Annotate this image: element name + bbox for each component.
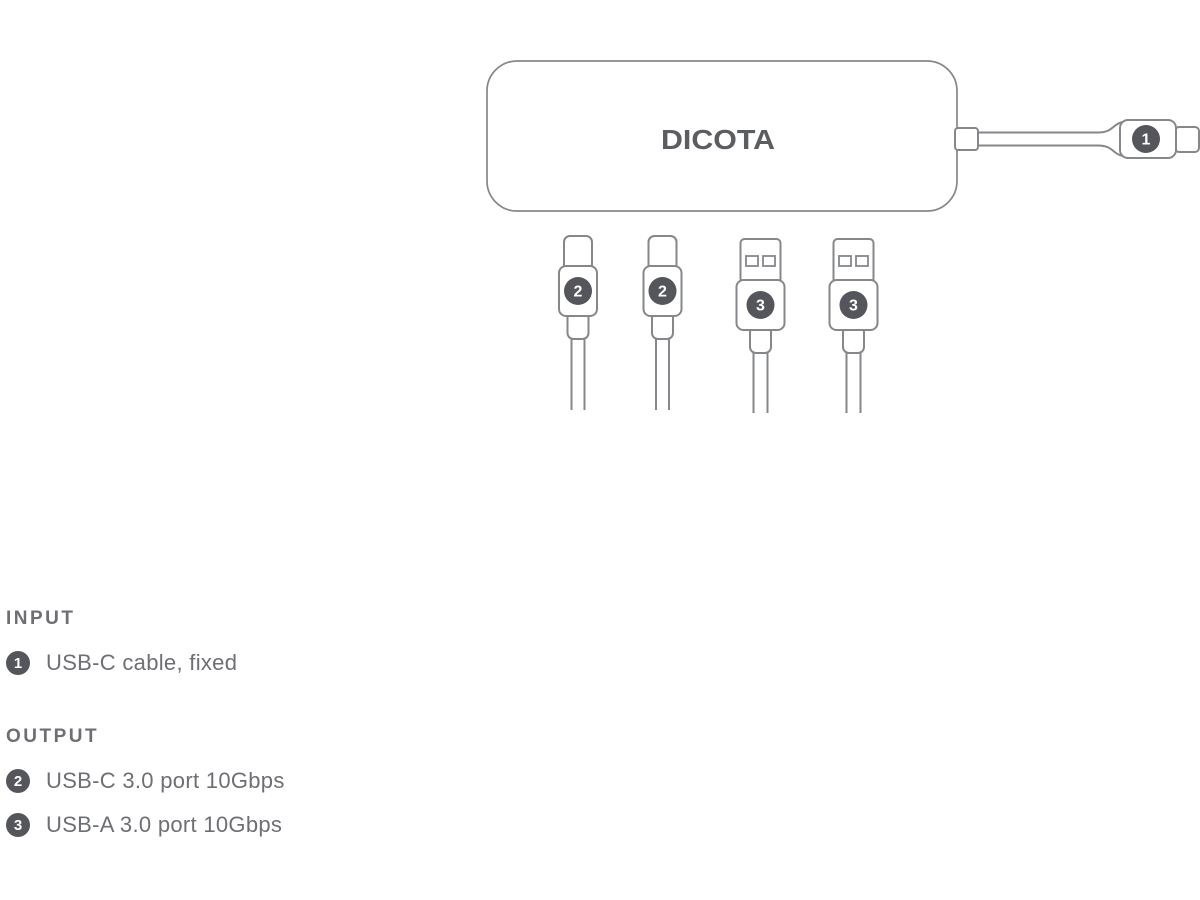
badge-2-number: 2 [658,284,667,301]
output-section-heading: OUTPUT [6,726,100,747]
badge-3-number: 3 [849,298,858,315]
badge-3-number: 3 [756,298,765,315]
usb-a-pin [838,255,852,267]
hub-diagram: DICOTA 1 2 2 [486,60,1200,413]
legend-item-label: USB-C 3.0 port 10Gbps [46,768,285,793]
badge-3-icon: 3 [6,813,30,837]
legend-item-label: USB-A 3.0 port 10Gbps [46,812,283,837]
dicota-logo: DICOTA [661,124,775,155]
usb-a-connector-1: 3 [735,238,786,413]
badge-1-icon [1132,125,1160,153]
usb-a-connector-2: 3 [828,238,879,413]
cable-line [570,339,586,410]
input-section-heading: INPUT [6,608,76,629]
cable-funnel [1097,121,1124,157]
usb-a-pin [762,255,776,267]
badge-2-icon [648,277,677,305]
usb-c-connector-1: 2 [558,235,598,410]
input-cable-connector: 1 [954,119,1200,159]
cable-strain-relief [954,127,979,151]
cable-line [978,131,1098,147]
hub-device: DICOTA [486,60,958,212]
usb-a-pin [855,255,869,267]
usb-a-pin [745,255,759,267]
badge-3-icon [839,291,868,319]
badge-2-icon [564,277,592,305]
usb-c-plug-tip [1174,126,1200,153]
legend-item: 3 USB-A 3.0 port 10Gbps [6,812,283,837]
badge-1-number: 1 [1142,132,1151,149]
badge-2-number: 2 [574,284,583,301]
cable-line [752,353,769,413]
usb-c-connector-2: 2 [642,235,683,410]
legend-item: 1 USB-C cable, fixed [6,650,238,675]
legend-item-label: USB-C cable, fixed [46,650,238,675]
badge-1-icon: 1 [6,651,30,675]
cable-line [655,339,670,410]
legend-item: 2 USB-C 3.0 port 10Gbps [6,768,285,793]
badge-2-icon: 2 [6,769,30,793]
cable-line [845,353,862,413]
badge-3-icon [746,291,775,319]
